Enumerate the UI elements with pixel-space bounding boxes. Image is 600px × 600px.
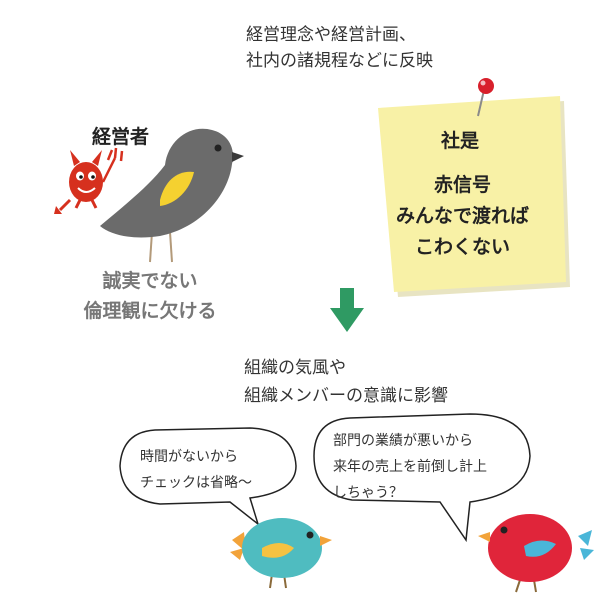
management-caption-line2: 倫理観に欠ける xyxy=(83,300,217,322)
sticky-note xyxy=(378,96,570,297)
sticky-note-line1: 赤信号 xyxy=(433,174,491,196)
top-note: 経営理念や経営計画、 社内の諸規程などに反映 xyxy=(246,22,433,74)
sticky-note-line3: こわくない xyxy=(414,236,510,258)
teal-bird-icon xyxy=(230,518,332,589)
influence-text: 組織の気風や 組織メンバーの意識に影響 xyxy=(244,354,448,410)
influence-line1: 組織の気風や xyxy=(244,358,346,378)
sticky-note-line2: みんなで渡れば xyxy=(395,205,529,227)
bubble-right-line1: 部門の業績が悪いから xyxy=(333,433,473,449)
management-label: 経営者 xyxy=(92,126,150,148)
top-note-line1: 経営理念や経営計画、 xyxy=(246,25,416,45)
speech-bubble-right xyxy=(313,413,531,543)
devil-icon xyxy=(54,147,124,214)
speech-bubble-left xyxy=(119,427,297,527)
bubble-right-line3: しちゃう？ xyxy=(333,485,403,501)
down-arrow-icon xyxy=(330,288,364,332)
bubble-left-line2: チェックは省略〜 xyxy=(140,475,252,491)
top-note-line2: 社内の諸規程などに反映 xyxy=(246,51,433,71)
push-pin-icon xyxy=(477,78,494,117)
management-caption: 誠実でない 倫理観に欠ける xyxy=(60,266,240,326)
red-bird-icon xyxy=(478,514,594,593)
bubble-left-text: 時間がないから チェックは省略〜 xyxy=(140,444,252,496)
sticky-note-title: 社是 xyxy=(440,130,479,152)
bubble-left-line1: 時間がないから xyxy=(140,449,238,465)
bubble-right-line2: 来年の売上を前倒し計上 xyxy=(333,459,487,475)
sticky-note-body: 赤信号 みんなで渡れば こわくない xyxy=(380,170,545,263)
bubble-right-text: 部門の業績が悪いから 来年の売上を前倒し計上 しちゃう？ xyxy=(333,428,487,506)
influence-line2: 組織メンバーの意識に影響 xyxy=(244,386,448,406)
management-caption-line1: 誠実でない xyxy=(102,270,198,292)
grey-bird-icon xyxy=(100,128,244,263)
